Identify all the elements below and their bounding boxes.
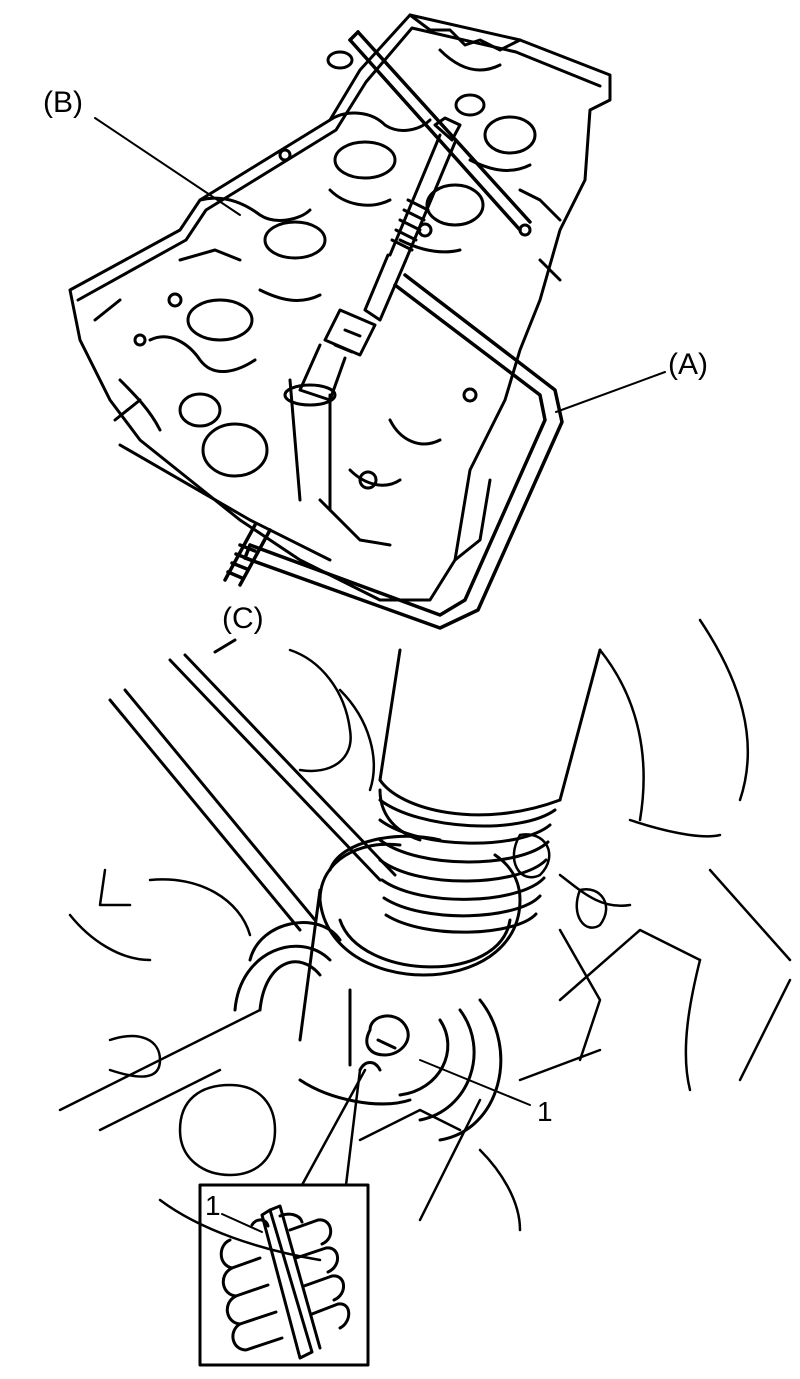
close-up-view [58,618,792,1262]
compressor-screw [233,648,602,1142]
label-a: (A) [668,348,708,381]
inset-leader [300,1059,531,1187]
label-b: (B) [43,86,83,119]
tool-a-c-frame [223,30,564,630]
inset-detail [198,1183,370,1367]
tool-b-screw [283,116,462,512]
leader-a [555,371,666,413]
leader-b [94,117,241,216]
cylinder-head [68,13,612,602]
tool-c-rods [108,638,397,932]
label-inset-1: 1 [205,1190,221,1221]
label-part-1: 1 [537,1096,553,1127]
label-c: (C) [222,602,264,635]
